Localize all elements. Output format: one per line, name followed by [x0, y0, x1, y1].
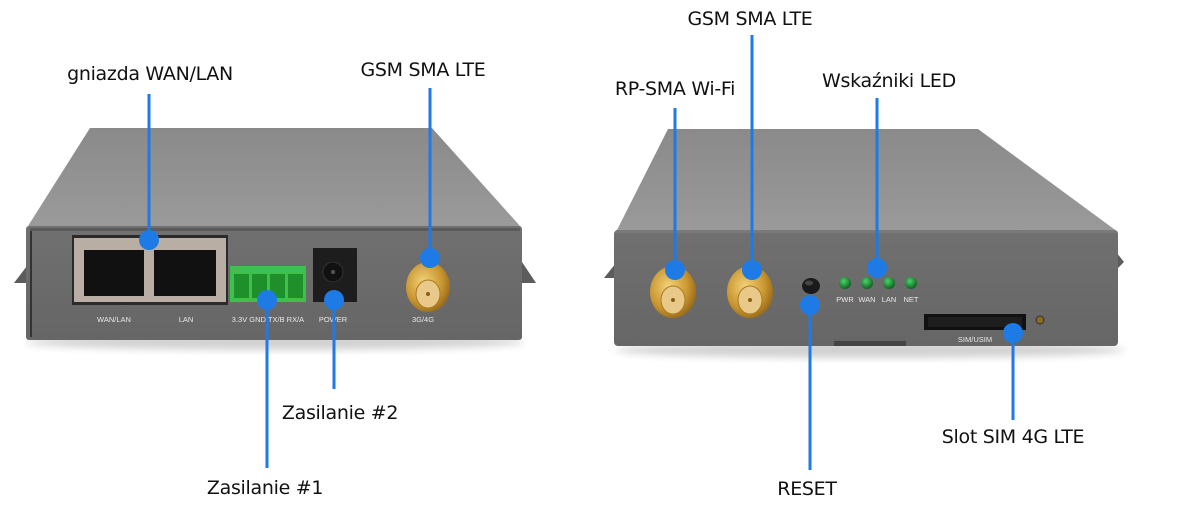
- led-label-net: NET: [904, 295, 919, 304]
- terminal-block[interactable]: [230, 266, 306, 302]
- callout-dot-reset: [800, 295, 820, 315]
- lan-port[interactable]: [154, 250, 216, 296]
- rp-sma-wifi-connector[interactable]: [650, 266, 696, 318]
- callout-lines: [139, 35, 1023, 470]
- case-top: [28, 128, 520, 226]
- lan-port-label: LAN: [179, 315, 194, 324]
- callout-power-1: Zasilanie #1: [206, 477, 324, 499]
- sma-connector-label: 3G/4G: [412, 315, 434, 324]
- front-panel-device: PWR WAN LAN NET SIM/USIM: [604, 129, 1125, 358]
- mounting-ear-right: [522, 262, 536, 283]
- led-indicators: [839, 277, 917, 289]
- callout-dot-wan-lan: [139, 230, 159, 250]
- callout-dot-power-1: [257, 290, 277, 310]
- callout-reset: RESET: [777, 478, 837, 500]
- callout-dot-gsm-left: [420, 248, 440, 268]
- led-net: [905, 277, 917, 289]
- led-pwr: [839, 277, 851, 289]
- gsm-sma-lte-connector[interactable]: [727, 266, 773, 318]
- callout-gsm-sma-lte-back: GSM SMA LTE: [360, 59, 486, 81]
- led-label-lan: LAN: [882, 295, 897, 304]
- callout-gsm-sma-lte-front: GSM SMA LTE: [687, 8, 813, 30]
- callout-power-2: Zasilanie #2: [281, 402, 399, 424]
- callout-dot-gsm-right: [742, 260, 762, 280]
- sim-eject-hole: [1035, 315, 1045, 325]
- callout-rp-sma-wifi: RP-SMA Wi-Fi: [614, 78, 736, 100]
- wan-lan-port[interactable]: [84, 250, 144, 296]
- callout-dot-sim: [1003, 323, 1023, 343]
- led-label-pwr: PWR: [836, 295, 854, 304]
- led-lan: [883, 277, 895, 289]
- callout-led-indicators: Wskaźniki LED: [822, 70, 956, 92]
- wan-lan-port-label: WAN/LAN: [97, 315, 131, 324]
- back-panel-device: WAN/LAN LAN 3.3V GND TX/B RX/A POWER 3G/…: [14, 128, 536, 350]
- reset-button[interactable]: [802, 278, 820, 294]
- callout-dot-power-2: [324, 290, 344, 310]
- bottom-slot: [834, 341, 906, 346]
- led-wan: [861, 277, 873, 289]
- led-label-wan: WAN: [858, 295, 875, 304]
- callout-dot-led: [867, 258, 887, 278]
- case-top: [616, 129, 1118, 232]
- sim-slot[interactable]: [924, 314, 1026, 330]
- callout-dot-wifi: [665, 260, 685, 280]
- sma-connector-3g4g[interactable]: [406, 262, 450, 312]
- callout-wan-lan-sockets: gniazda WAN/LAN: [67, 63, 233, 85]
- sim-slot-label: SIM/USIM: [958, 335, 992, 344]
- callout-sim-slot: Slot SIM 4G LTE: [941, 426, 1085, 448]
